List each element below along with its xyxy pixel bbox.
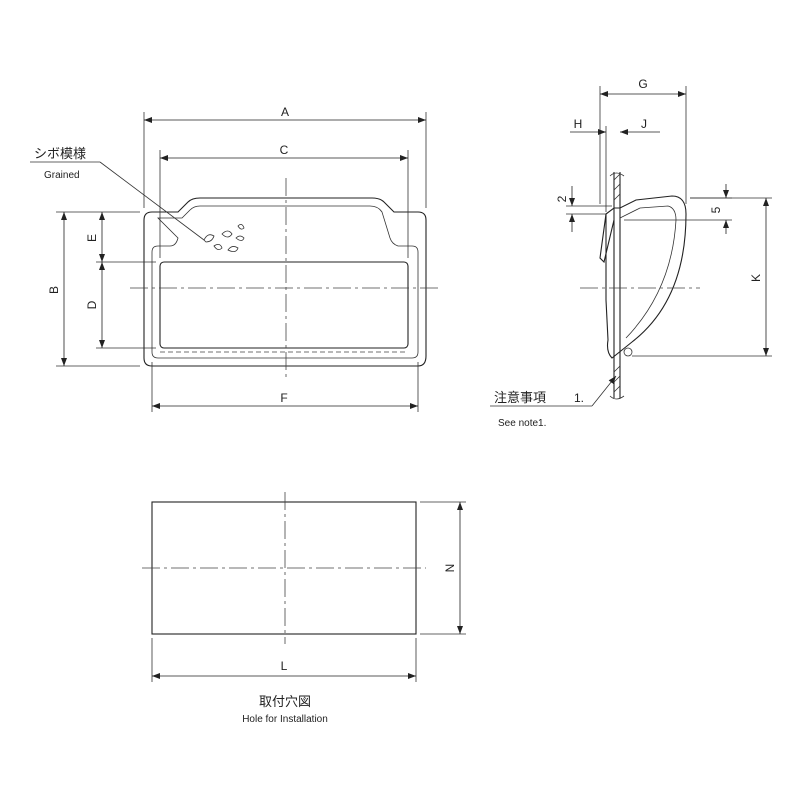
handle-inner-outline [151, 205, 419, 359]
dimension-d-label: D [85, 300, 99, 309]
dimension-n-label: N [443, 564, 457, 573]
clip-bump [623, 347, 633, 357]
dimension-5-label: 5 [709, 206, 723, 213]
dimension-e-label: E [85, 234, 99, 242]
note-leader [591, 375, 617, 407]
grain-texture-icon [203, 224, 245, 252]
note-label-jp: 注意事項 [494, 390, 546, 406]
dimension-f-label: F [280, 391, 287, 405]
hole-title-jp: 取付穴図 [259, 695, 311, 710]
dimension-a-label: A [281, 105, 289, 119]
dimension-j-label: J [641, 117, 647, 131]
pocket-opening [159, 261, 409, 349]
dimension-c-label: C [280, 143, 289, 157]
handle-flange [599, 213, 615, 264]
grain-leader [99, 161, 205, 241]
note-label-en: See note1. [498, 418, 546, 429]
handle-outer-outline [143, 197, 427, 367]
handle-side-inner [619, 205, 677, 339]
dimension-g-label: G [638, 77, 647, 91]
grain-label-jp: シボ模様 [34, 147, 86, 162]
dimension-h-label: H [574, 117, 583, 131]
handle-side-profile [605, 195, 687, 359]
dimension-2-label: 2 [555, 195, 569, 202]
side-view: G H J 2 5 K 注意事項 1. See note1. [490, 77, 772, 429]
break-mark-bottom [609, 395, 625, 400]
break-mark-top [609, 172, 625, 177]
hole-view: N L 取付穴図 Hole for Installation [142, 492, 466, 725]
grain-label-en: Grained [44, 170, 80, 181]
front-view: シボ模様 Grained A C B E D F [30, 105, 440, 412]
dimension-b-label: B [47, 286, 61, 294]
hole-title-en: Hole for Installation [242, 714, 328, 725]
dimension-k-label: K [749, 274, 763, 282]
dimension-l-label: L [281, 659, 288, 673]
note-number: 1. [574, 391, 584, 405]
panel-hatching [613, 173, 621, 393]
